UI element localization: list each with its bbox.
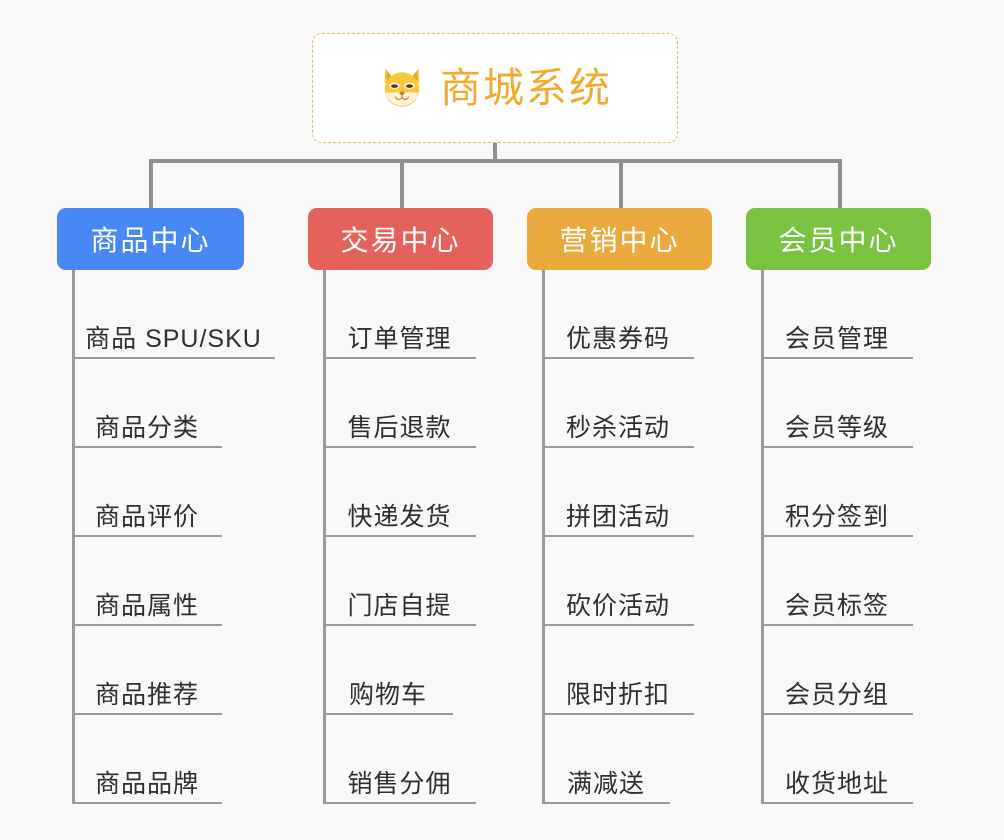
leaf-trunk-line bbox=[761, 270, 764, 804]
leaf-item-label: 会员管理 bbox=[784, 324, 889, 353]
leaf-item-label: 购物车 bbox=[348, 680, 427, 709]
leaf-column-3: 优惠券码秒杀活动拼团活动砍价活动限时折扣满减送 bbox=[542, 270, 802, 804]
leaf-item-label: 商品 SPU/SKU bbox=[85, 324, 262, 353]
leaf-item[interactable]: 商品评价 bbox=[72, 448, 222, 537]
leaf-item[interactable]: 秒杀活动 bbox=[542, 359, 694, 448]
shiba-dog-icon bbox=[384, 68, 420, 107]
leaf-item-label: 商品属性 bbox=[94, 591, 199, 620]
leaf-item-label: 秒杀活动 bbox=[565, 413, 670, 442]
leaf-item[interactable]: 限时折扣 bbox=[542, 626, 694, 715]
connector-drop-4 bbox=[838, 159, 842, 208]
leaf-item[interactable]: 快递发货 bbox=[323, 448, 476, 537]
leaf-item-label: 满减送 bbox=[566, 769, 645, 798]
leaf-trunk-line bbox=[542, 270, 545, 804]
leaf-item[interactable]: 商品分类 bbox=[72, 359, 222, 448]
leaf-item-label: 商品推荐 bbox=[94, 680, 199, 709]
leaf-column-4: 会员管理会员等级积分签到会员标签会员分组收货地址 bbox=[761, 270, 1004, 804]
connector-root-stem bbox=[493, 143, 497, 163]
category-box-1[interactable]: 商品中心 bbox=[57, 208, 244, 270]
category-box-4[interactable]: 会员中心 bbox=[746, 208, 931, 270]
leaf-item-label: 快递发货 bbox=[347, 502, 452, 531]
category-box-3[interactable]: 营销中心 bbox=[527, 208, 712, 270]
leaf-item[interactable]: 售后退款 bbox=[323, 359, 476, 448]
leaf-item[interactable]: 砍价活动 bbox=[542, 537, 694, 626]
root-title: 商城系统 bbox=[440, 64, 612, 111]
connector-horizontal-bus bbox=[149, 159, 842, 163]
leaf-item[interactable]: 收货地址 bbox=[761, 715, 913, 804]
leaf-item[interactable]: 销售分佣 bbox=[323, 715, 476, 804]
leaf-trunk-line bbox=[323, 270, 326, 804]
leaf-item[interactable]: 商品属性 bbox=[72, 537, 222, 626]
leaf-item-label: 收货地址 bbox=[784, 769, 889, 798]
leaf-item-label: 优惠券码 bbox=[565, 324, 670, 353]
leaf-item[interactable]: 会员分组 bbox=[761, 626, 913, 715]
connector-drop-2 bbox=[400, 159, 404, 208]
leaf-item[interactable]: 商品 SPU/SKU bbox=[72, 270, 275, 359]
leaf-item[interactable]: 订单管理 bbox=[323, 270, 476, 359]
root-node-mall-system[interactable]: 商城系统 bbox=[312, 33, 678, 143]
leaf-item-label: 销售分佣 bbox=[347, 769, 452, 798]
leaf-item[interactable]: 商品品牌 bbox=[72, 715, 222, 804]
leaf-item[interactable]: 积分签到 bbox=[761, 448, 913, 537]
leaf-item[interactable]: 门店自提 bbox=[323, 537, 476, 626]
leaf-item-label: 售后退款 bbox=[347, 413, 452, 442]
connector-drop-3 bbox=[619, 159, 623, 208]
connector-drop-1 bbox=[149, 159, 153, 208]
leaf-item-label: 商品评价 bbox=[94, 502, 199, 531]
leaf-item-label: 会员标签 bbox=[784, 591, 889, 620]
category-box-2[interactable]: 交易中心 bbox=[308, 208, 493, 270]
leaf-item[interactable]: 优惠券码 bbox=[542, 270, 694, 359]
category-label: 交易中心 bbox=[340, 225, 461, 256]
leaf-item-label: 门店自提 bbox=[347, 591, 452, 620]
leaf-item-label: 砍价活动 bbox=[565, 591, 670, 620]
leaf-item[interactable]: 满减送 bbox=[542, 715, 670, 804]
leaf-trunk-line bbox=[72, 270, 75, 804]
leaf-item[interactable]: 会员等级 bbox=[761, 359, 913, 448]
leaf-item-label: 订单管理 bbox=[347, 324, 452, 353]
category-label: 商品中心 bbox=[90, 225, 211, 256]
leaf-item[interactable]: 会员管理 bbox=[761, 270, 913, 359]
leaf-item[interactable]: 会员标签 bbox=[761, 537, 913, 626]
leaf-item-label: 积分签到 bbox=[784, 502, 889, 531]
leaf-item-label: 商品分类 bbox=[94, 413, 199, 442]
leaf-item[interactable]: 拼团活动 bbox=[542, 448, 694, 537]
leaf-column-1: 商品 SPU/SKU 商品分类商品评价商品属性商品推荐商品品牌 bbox=[72, 270, 332, 804]
leaf-item-label: 商品品牌 bbox=[94, 769, 199, 798]
leaf-item[interactable]: 购物车 bbox=[323, 626, 453, 715]
leaf-item-label: 会员等级 bbox=[784, 413, 889, 442]
leaf-item[interactable]: 商品推荐 bbox=[72, 626, 222, 715]
leaf-column-2: 订单管理售后退款快递发货门店自提购物车销售分佣 bbox=[323, 270, 583, 804]
category-label: 会员中心 bbox=[778, 225, 899, 256]
leaf-item-label: 拼团活动 bbox=[565, 502, 670, 531]
leaf-item-label: 限时折扣 bbox=[565, 680, 670, 709]
category-label: 营销中心 bbox=[559, 225, 680, 256]
leaf-item-label: 会员分组 bbox=[784, 680, 889, 709]
